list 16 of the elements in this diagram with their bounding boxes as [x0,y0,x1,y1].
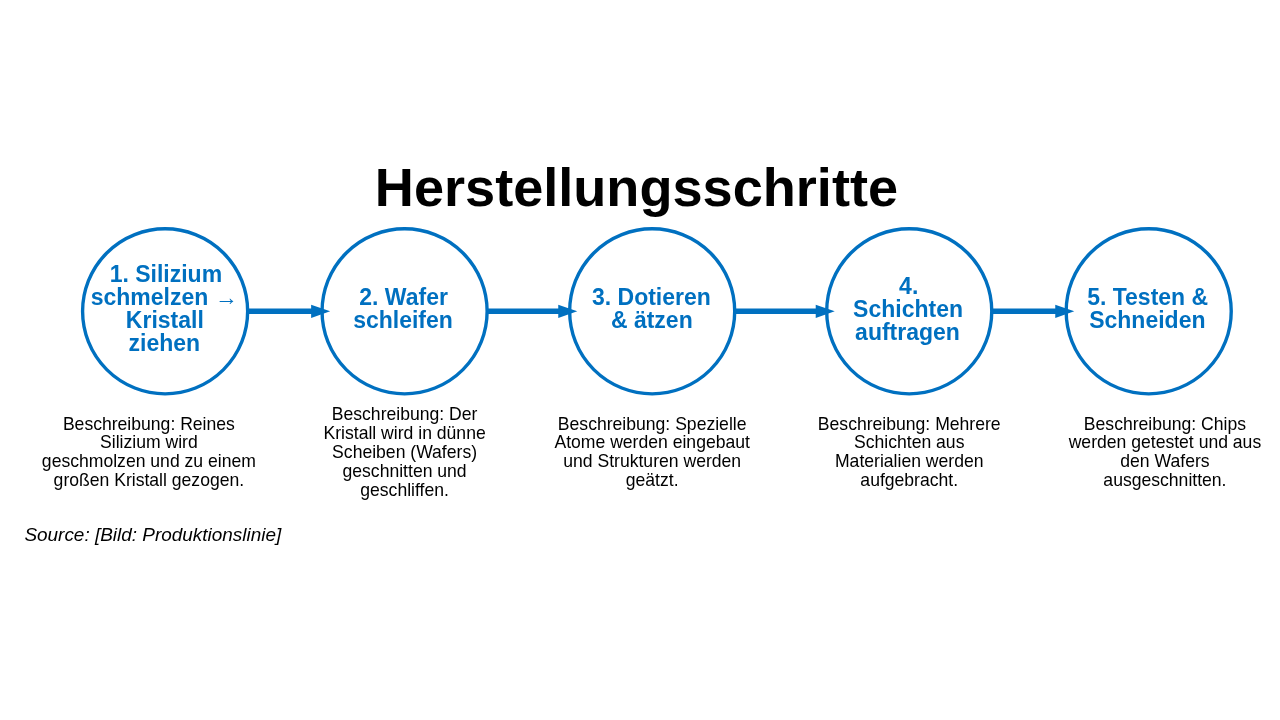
node-label: Beschreibung: Chips werden getestet und aus den Wafers ausgeschnitten. [1068,413,1262,491]
node-circle: 3. Dotieren & ätzen [567,227,737,396]
node-circle: 2. Wafer schleifen [320,227,489,396]
arrow [487,304,578,318]
arrow [992,304,1075,318]
diagram-title: Herstellungsschritte [374,156,899,217]
node-circle: 4. Schichten auftragen [825,227,994,396]
node-label: Beschreibung: Spezielle Atome werden eingebaut und Strukturen werden geätzt. [554,413,750,491]
node-label: Beschreibung: Mehrere Schichten aus Materialien werden aufgebracht. [817,413,1001,491]
node-label: Beschreibung: Der Kristall wird in dünne Scheiben (Wafers) geschnitten und geschliffen. [323,404,486,500]
caption: Source: [Bild: Produktionslinie] [24,523,282,545]
node-circle: 5. Testen & Schneiden [1064,227,1233,396]
arrow [735,304,835,318]
arrow [247,304,331,318]
node-label: Beschreibung: Reines Silizium wird geschmolzen und zu einem großen Kristall gezogen. [41,413,256,491]
node-circle: 1. Silizium schmelzen → Kristall ziehen [80,227,250,396]
